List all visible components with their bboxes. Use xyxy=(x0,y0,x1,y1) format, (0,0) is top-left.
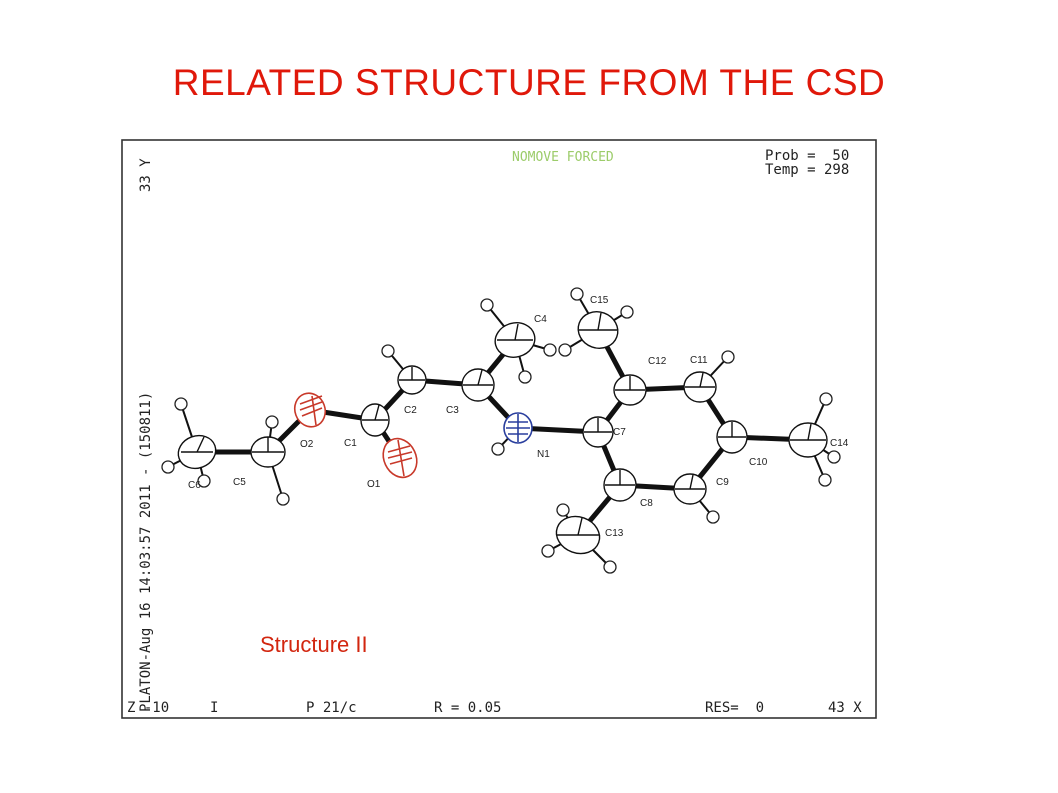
label-n1: N1 xyxy=(537,449,550,460)
label-c6: C6 xyxy=(188,480,201,491)
footer-i: I xyxy=(210,700,218,716)
label-c13: C13 xyxy=(605,528,624,539)
label-c2: C2 xyxy=(404,405,417,416)
prob-text: Prob = 50 xyxy=(765,148,849,164)
oxygen-atoms xyxy=(293,392,418,479)
side-label: PLATON-Aug 16 14:03:57 2011 - (150811) xyxy=(138,392,154,712)
atom-labels: C1 C2 C3 C4 C5 C6 C7 C8 C9 C10 C11 C12 C… xyxy=(188,295,849,539)
label-o1: O1 xyxy=(367,479,381,490)
carbon-atoms xyxy=(177,311,828,555)
hydrogen-atoms xyxy=(161,287,841,574)
footer-z: Z -10 xyxy=(127,700,169,716)
plot-frame xyxy=(121,139,877,719)
label-c7: C7 xyxy=(613,427,626,438)
label-c10: C10 xyxy=(749,457,768,468)
nitrogen-atom xyxy=(503,412,533,444)
footer-res: RES= 0 xyxy=(705,700,764,716)
label-c12: C12 xyxy=(648,356,667,367)
label-c1: C1 xyxy=(344,438,357,449)
page-title: RELATED STRUCTURE FROM THE CSD xyxy=(172,62,886,103)
flags-text: NOMOVE FORCED xyxy=(512,150,614,165)
footer-x: 43 X xyxy=(828,700,862,716)
label-c11: C11 xyxy=(690,355,708,366)
bonds xyxy=(194,327,811,538)
footer-r: R = 0.05 xyxy=(434,700,501,716)
label-o2: O2 xyxy=(300,439,314,450)
structure-label: Structure II xyxy=(260,632,368,657)
label-c9: C9 xyxy=(716,477,729,488)
label-c8: C8 xyxy=(640,498,653,509)
label-c14: C14 xyxy=(830,438,849,449)
label-c15: C15 xyxy=(590,295,609,306)
label-c4: C4 xyxy=(534,314,547,325)
label-c5: C5 xyxy=(233,477,246,488)
label-c3: C3 xyxy=(446,405,459,416)
corner-label: 33 Y xyxy=(138,158,154,192)
footer-spacegroup: P 21/c xyxy=(306,700,357,716)
temp-text: Temp = 298 xyxy=(765,162,849,178)
